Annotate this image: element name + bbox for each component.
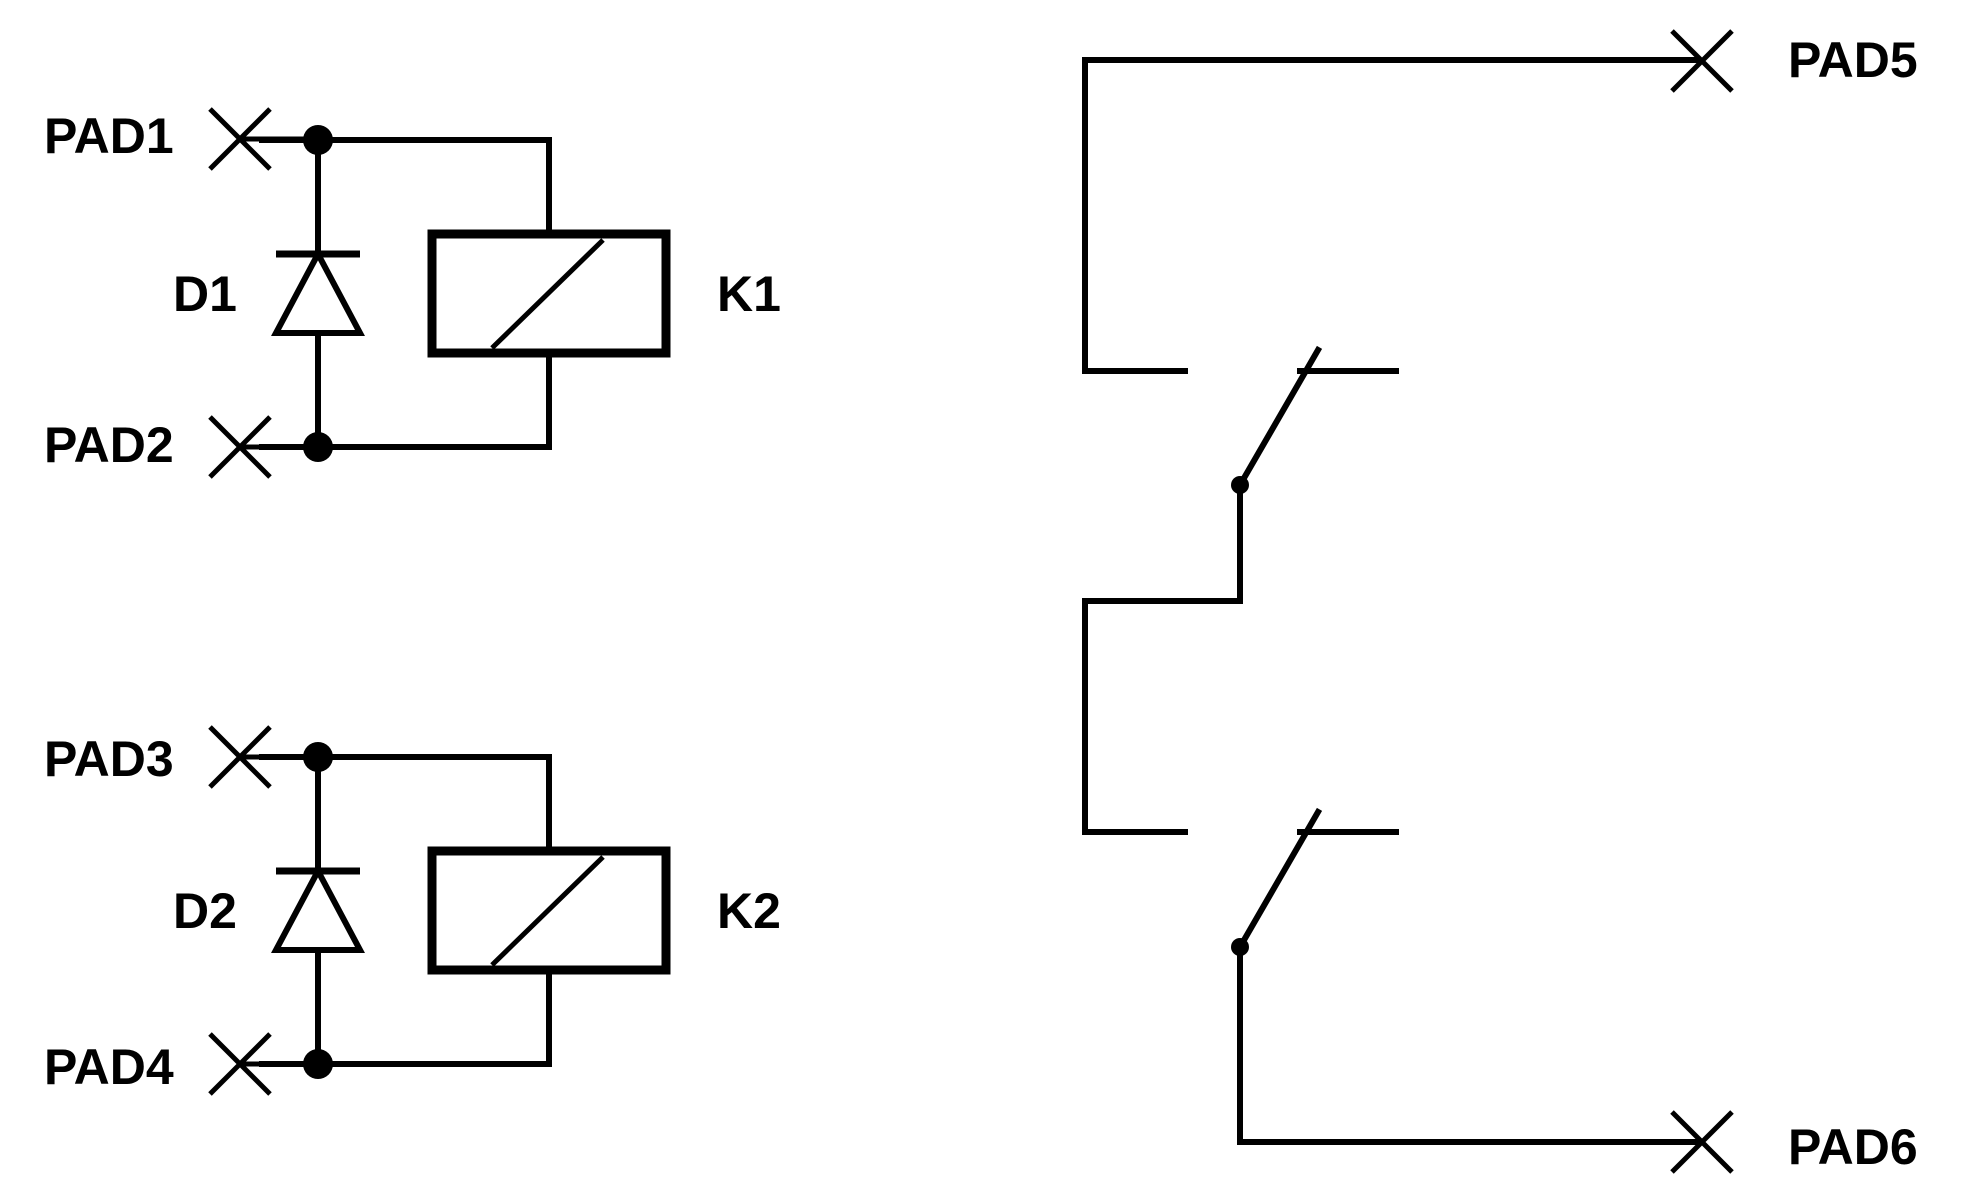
pad3-terminal-mark (208, 725, 318, 789)
pad1-label: PAD1 (44, 108, 174, 164)
wire-pad3-to-k2 (259, 754, 552, 854)
pad2-label: PAD2 (44, 417, 174, 473)
k1-label: K1 (717, 266, 781, 322)
pad3-label: PAD3 (44, 731, 174, 787)
wire-to-pad6 (1237, 944, 1701, 1145)
k2-label: K2 (717, 883, 781, 939)
k2-coil-symbol (427, 846, 671, 975)
switch1-blade (1235, 345, 1323, 490)
wire-switch-link (1082, 482, 1243, 835)
k2-coil-circuit: PAD3 PAD4 D2 K2 (44, 725, 781, 1096)
d1-diode-symbol (271, 247, 365, 336)
wire-to-pad5 (1082, 57, 1701, 374)
wire-pad4-to-k2 (259, 967, 552, 1067)
pad6-terminal-mark (1670, 1110, 1734, 1174)
switch-contact-circuit: PAD5 PAD6 (1082, 29, 1918, 1175)
k2-coil-slash (490, 855, 605, 967)
pad5-terminal-mark (1670, 29, 1734, 93)
pad5-label: PAD5 (1788, 32, 1918, 88)
k1-coil-symbol (427, 229, 671, 358)
pad4-terminal-mark (208, 1032, 318, 1096)
d2-diode-symbol (271, 864, 365, 953)
k1-coil-circuit: PAD1 PAD2 D1 K1 (44, 107, 781, 479)
wire-pad2-to-k1 (259, 350, 552, 450)
d1-label: D1 (173, 266, 237, 322)
pad2-terminal-mark (208, 415, 318, 479)
pad4-label: PAD4 (44, 1039, 174, 1095)
d2-label: D2 (173, 883, 237, 939)
pad1-terminal-mark (208, 107, 318, 171)
k1-coil-slash (490, 238, 605, 350)
pad6-label: PAD6 (1788, 1119, 1918, 1175)
wire-pad1-to-k1 (259, 137, 552, 237)
switch2-blade (1235, 807, 1323, 952)
